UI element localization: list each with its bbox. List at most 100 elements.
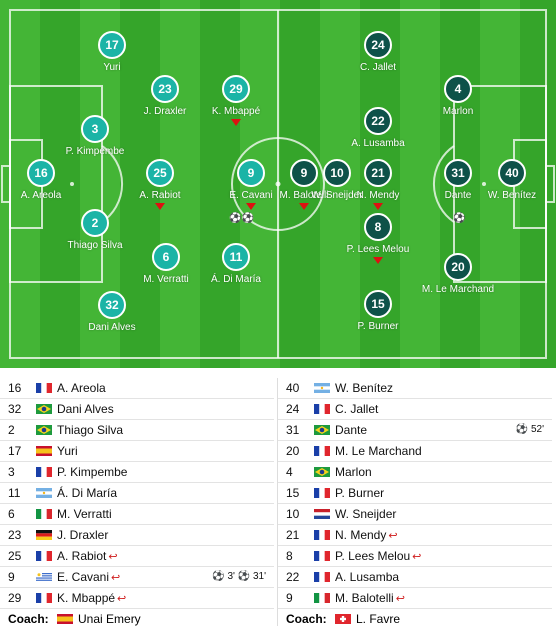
- player-name: Dani Alves: [57, 399, 114, 419]
- player-name: A. Rabiot↩: [57, 546, 118, 567]
- substituted-off-arrow-icon: [155, 203, 165, 210]
- player-name: Marlon: [335, 462, 372, 482]
- shirt-number-badge: 17: [98, 31, 126, 59]
- shirt-number: 25: [8, 549, 22, 563]
- player-name: M. Verratti: [143, 274, 189, 285]
- home-coach-row: Coach:Unai Emery: [0, 609, 274, 629]
- player-name-text: W. Sneijder: [335, 507, 397, 521]
- shirt-number-badge: 22: [364, 107, 392, 135]
- lineup-row[interactable]: 24 C. Jallet: [278, 399, 552, 420]
- player-name: Thiago Silva: [67, 240, 123, 251]
- player-name-text: J. Draxler: [57, 528, 109, 542]
- player-name: M. Le Marchand: [421, 284, 495, 295]
- home-player-marker[interactable]: 11 Á. Di María: [191, 243, 281, 285]
- shirt-number: 9: [8, 570, 15, 584]
- player-name-text: M. Verratti: [57, 507, 112, 521]
- shirt-number-badge: 8: [364, 213, 392, 241]
- netherlands-flag-icon: [314, 509, 330, 519]
- player-name-text: M. Balotelli: [335, 591, 394, 605]
- player-name: Yuri: [57, 441, 78, 461]
- player-name: Thiago Silva: [57, 420, 123, 440]
- shirt-number: 3: [8, 465, 15, 479]
- lineup-row[interactable]: 25 A. Rabiot↩: [0, 546, 274, 567]
- substituted-off-arrow-icon: [373, 257, 383, 264]
- player-name-text: P. Lees Melou: [335, 549, 411, 563]
- player-name: C. Jallet: [335, 399, 378, 419]
- player-name-text: W. Benítez: [335, 381, 394, 395]
- coach-name: L. Favre: [356, 612, 401, 626]
- shirt-number-badge: 24: [364, 31, 392, 59]
- substitution-icon: ↩: [117, 593, 127, 605]
- lineup-row[interactable]: 3 P. Kimpembe: [0, 462, 274, 483]
- player-name: P. Kimpembe: [65, 146, 125, 157]
- shirt-number-badge: 9: [290, 159, 318, 187]
- player-name: C. Jallet: [359, 62, 397, 73]
- player-name: Á. Di María: [210, 274, 261, 285]
- lineup-row[interactable]: 16 A. Areola: [0, 378, 274, 399]
- shirt-number: 8: [286, 549, 293, 563]
- player-name-text: A. Areola: [57, 381, 106, 395]
- france-flag-icon: [36, 593, 52, 603]
- player-name: K. Mbappé↩: [57, 588, 126, 609]
- shirt-number: 24: [286, 402, 300, 416]
- argentina-flag-icon: [314, 383, 330, 393]
- player-name: W. Sneijder: [311, 190, 363, 201]
- player-name: E. Cavani↩: [57, 567, 120, 588]
- player-name: K. Mbappé: [211, 106, 261, 117]
- player-name: Marlon: [442, 106, 474, 117]
- france-flag-icon: [36, 383, 52, 393]
- player-name: E. Cavani: [229, 190, 273, 201]
- france-flag-icon: [314, 530, 330, 540]
- player-name-text: P. Kimpembe: [57, 465, 128, 479]
- away-player-marker[interactable]: 24 C. Jallet: [333, 31, 423, 73]
- shirt-number: 16: [8, 381, 22, 395]
- substitution-icon: ↩: [111, 572, 121, 584]
- brazil-flag-icon: [36, 404, 52, 414]
- player-name: A. Rabiot: [139, 190, 181, 201]
- coach-name: Unai Emery: [78, 612, 141, 626]
- player-name: Dante: [444, 190, 472, 201]
- player-name-text: Dante: [335, 423, 368, 437]
- shirt-number-badge: 11: [222, 243, 250, 271]
- france-flag-icon: [314, 488, 330, 498]
